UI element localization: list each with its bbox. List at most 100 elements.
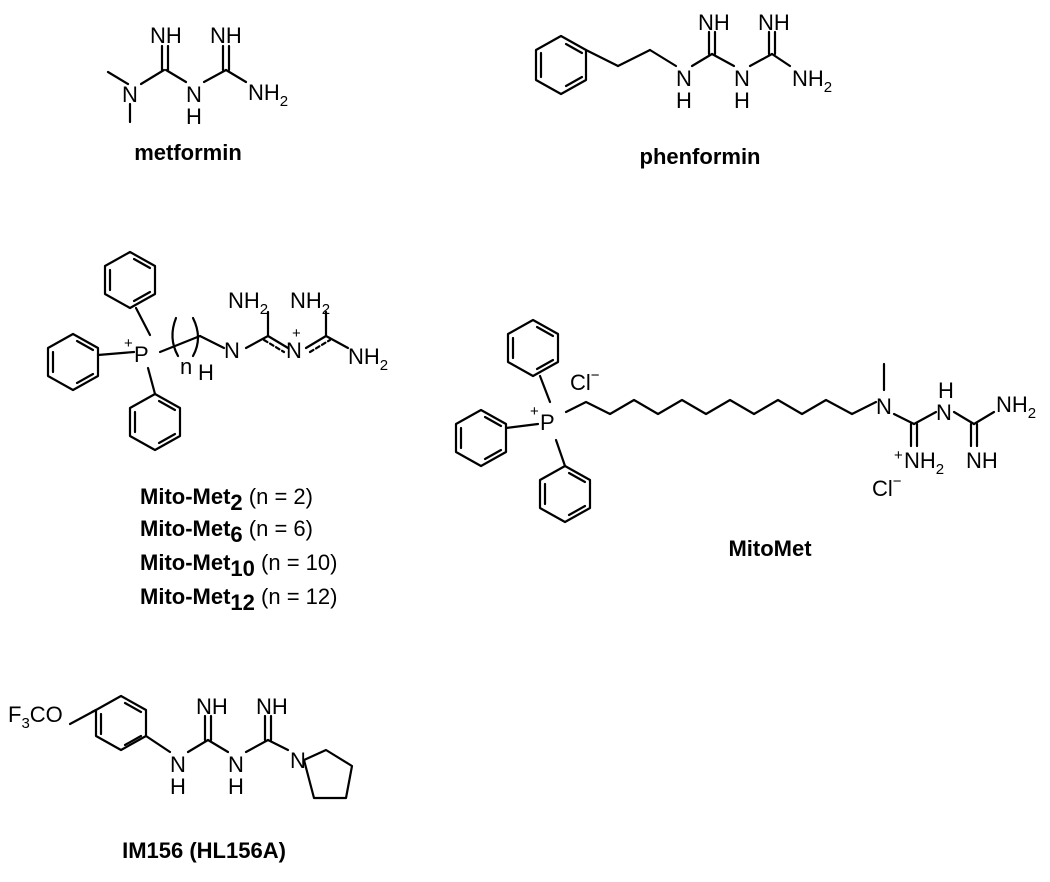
bond [266, 738, 290, 752]
amine-n-label: N [228, 752, 244, 777]
bond [892, 412, 916, 426]
mitomet-structure: P + Cl− N H N NH2 + NH2 NH Cl− [454, 318, 1036, 524]
bond [616, 48, 652, 68]
bond [262, 338, 286, 354]
chloride-label: Cl− [570, 367, 600, 395]
amine-h-label: H [170, 774, 186, 799]
bond [106, 70, 130, 86]
bond [146, 366, 157, 396]
mito-met-series-structure: P + n N N H N + NH2 NH2 NH2 [46, 250, 388, 452]
bond [912, 410, 938, 426]
bond [564, 42, 584, 55]
bond [535, 358, 555, 371]
bond [144, 734, 172, 754]
imine-label: NH [758, 10, 790, 35]
metformin-structure: NH NH N N H NH2 [106, 23, 288, 129]
bond [535, 325, 555, 338]
alkyl-chain [564, 398, 878, 416]
mito-met-series-item: Mito-Met12 (n = 12) [140, 584, 337, 615]
bond [132, 290, 152, 303]
bond [972, 410, 996, 426]
phosphorus-label: P [134, 342, 149, 367]
bond [554, 438, 567, 468]
bond [304, 334, 328, 350]
amine-n-label: N [224, 338, 240, 363]
bond [75, 372, 95, 385]
imine-label: NH [966, 448, 998, 473]
imine-label: NH [698, 10, 730, 35]
amine-n-label: N [734, 66, 750, 91]
bracket-right [191, 316, 200, 358]
amine-nh2-label: NH2 [996, 392, 1036, 422]
bond [139, 68, 166, 86]
imine-label: NH [150, 23, 182, 48]
bond [164, 68, 188, 84]
phenyl-ring [46, 332, 100, 392]
bond [324, 334, 350, 350]
bond [244, 738, 270, 754]
bracket-left [171, 316, 180, 358]
bond [483, 448, 503, 461]
amine-n-label: N [186, 82, 202, 107]
phenformin-structure: NH NH N H N H NH2 [534, 10, 832, 113]
bond [266, 334, 290, 350]
amine-n-label: N [676, 66, 692, 91]
bond [308, 338, 332, 354]
charge-plus: + [530, 403, 539, 420]
phosphorus-label: P [540, 410, 555, 435]
amine-h-label: H [186, 104, 202, 129]
im156-structure: F3CO NH NH N H N H N [8, 694, 354, 800]
bond [96, 350, 136, 357]
mito-met-series-list: Mito-Met2 (n = 2) Mito-Met6 (n = 6) Mito… [140, 484, 337, 615]
bond [202, 68, 228, 84]
mito-met-series-item: Mito-Met2 (n = 2) [140, 484, 313, 515]
phenyl-ring [538, 464, 592, 524]
bond [186, 738, 210, 754]
compound-name-metformin: metformin [134, 140, 242, 165]
bond [158, 334, 202, 354]
chloride-label: Cl− [872, 473, 902, 501]
bond [538, 374, 552, 404]
bond [483, 415, 503, 428]
bond [690, 52, 714, 68]
charge-plus: + [292, 325, 301, 342]
bond [206, 738, 230, 754]
phenyl-ring [454, 408, 508, 468]
amine-nh2-label: NH2 [792, 66, 832, 96]
bond [504, 422, 540, 430]
bond [748, 52, 774, 68]
bond [123, 734, 143, 747]
amine-h-label: H [734, 88, 750, 113]
phenyl-ring [534, 34, 588, 96]
amine-nh2-label: NH2 [290, 288, 330, 318]
phenyl-ring [506, 318, 560, 378]
bond [157, 432, 177, 445]
bond [244, 334, 270, 350]
charge-plus: + [894, 447, 903, 464]
mito-met-series-item: Mito-Met6 (n = 6) [140, 516, 313, 547]
amine-nh2-label: NH2 [348, 344, 388, 374]
phenyl-ring [94, 694, 148, 752]
bond [68, 708, 98, 726]
bond [157, 399, 177, 412]
bond [648, 48, 678, 68]
amine-n-label: N [936, 400, 952, 425]
bond [132, 257, 152, 270]
imine-label: NH [256, 694, 288, 719]
phenyl-ring [103, 250, 157, 310]
pyrrolidine-ring [302, 748, 354, 800]
amine-n-label: N [170, 752, 186, 777]
charge-plus: + [124, 335, 133, 352]
phenyl-ring [128, 392, 182, 452]
bond [198, 334, 226, 350]
compound-name-im156: IM156 (HL156A) [122, 838, 286, 863]
bond [123, 701, 143, 714]
bond [770, 52, 792, 68]
amine-h-label: H [938, 378, 954, 403]
compound-name-phenformin: phenformin [640, 144, 761, 169]
amine-n-label: N [122, 82, 138, 107]
bond [75, 339, 95, 352]
bond [567, 471, 587, 484]
imine-label: NH [210, 23, 242, 48]
bond [564, 75, 584, 88]
